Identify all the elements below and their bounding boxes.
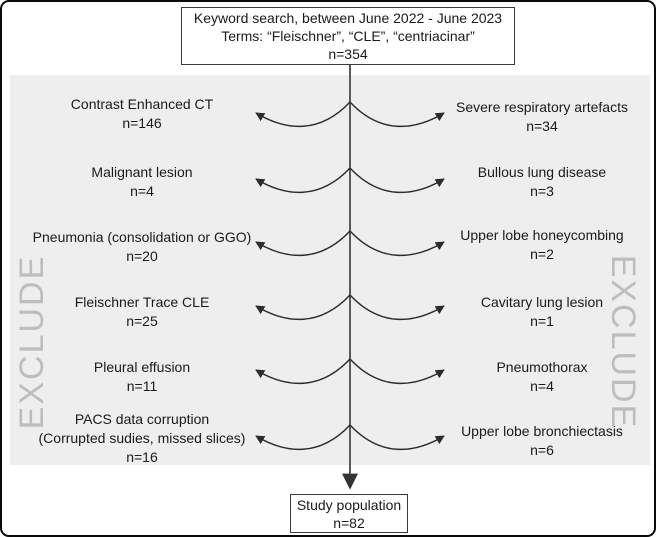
exclusion-label: Severe respiratory artefacts: [456, 99, 628, 115]
exclusion-label: Bullous lung disease: [477, 164, 607, 180]
exclusion-count: n=3: [530, 183, 554, 199]
study-population-count: n=82: [333, 514, 365, 531]
exclusion-count: n=146: [122, 115, 162, 131]
exclusion-label: Pneumonia (consolidation or GGO): [32, 229, 252, 245]
exclusion-label: Cavitary lung lesion: [480, 294, 604, 310]
exclusion-left-3: Pneumonia (consolidation or GGO) n=20: [18, 228, 266, 266]
exclusion-arrow-left-5: [255, 358, 351, 385]
exclusion-label: Pleural effusion: [93, 359, 191, 375]
exclusion-left-1: Contrast Enhanced CT n=146: [18, 95, 266, 133]
exclusion-label: Upper lobe honeycombing: [460, 227, 624, 243]
exclusion-label: Pneumothorax: [496, 359, 588, 375]
exclusion-count: n=6: [530, 442, 554, 458]
exclusion-count: n=1: [530, 313, 554, 329]
exclusion-arrow-left-6: [255, 424, 351, 451]
exclusion-right-1: Severe respiratory artefacts n=34: [432, 98, 652, 136]
exclusion-label: Malignant lesion: [91, 164, 193, 180]
exclusion-arrow-left-4: [255, 294, 351, 321]
exclusion-label: Fleischner Trace CLE: [74, 294, 210, 310]
exclusion-count: n=4: [530, 378, 554, 394]
study-population-label: Study population: [296, 496, 402, 513]
exclusion-arrow-right-6: [349, 424, 445, 451]
exclusion-right-6: Upper lobe bronchiectasis n=6: [432, 422, 652, 460]
keyword-search-box: Keyword search, between June 2022 - June…: [181, 7, 515, 65]
keyword-search-count: n=354: [328, 46, 368, 62]
exclusion-arrow-right-2: [349, 167, 445, 194]
exclusion-arrow-right-4: [349, 294, 445, 321]
exclusion-sublabel: (Corrupted sudies, missed slices): [38, 430, 246, 446]
exclusion-left-5: Pleural effusion n=11: [18, 358, 266, 396]
exclusion-left-2: Malignant lesion n=4: [18, 163, 266, 201]
study-population-box: Study population n=82: [290, 494, 408, 533]
exclusion-label: PACS data corruption: [74, 411, 210, 427]
exclusion-left-6: PACS data corruption (Corrupted sudies, …: [18, 410, 266, 467]
exclusion-count: n=25: [126, 313, 158, 329]
exclusion-right-5: Pneumothorax n=4: [432, 358, 652, 396]
exclusion-right-2: Bullous lung disease n=3: [432, 163, 652, 201]
exclusion-count: n=20: [126, 248, 158, 264]
exclusion-count: n=34: [526, 118, 558, 134]
exclusion-arrow-right-3: [349, 230, 445, 257]
exclusion-arrow-left-2: [255, 167, 351, 194]
keyword-search-line1: Keyword search, between June 2022 - June…: [193, 10, 503, 26]
exclusion-label: Upper lobe bronchiectasis: [461, 423, 623, 439]
exclusion-arrow-left-1: [255, 101, 351, 128]
exclusion-count: n=16: [126, 449, 158, 465]
exclusion-arrow-left-3: [255, 230, 351, 257]
exclusion-count: n=11: [126, 378, 158, 394]
exclusion-count: n=4: [130, 183, 154, 199]
exclusion-count: n=2: [530, 246, 554, 262]
exclusion-right-4: Cavitary lung lesion n=1: [432, 293, 652, 331]
exclusion-arrow-right-5: [349, 358, 445, 385]
keyword-search-line2: Terms: “Fleischner”, “CLE”, “centriacina…: [221, 28, 475, 44]
exclusion-left-4: Fleischner Trace CLE n=25: [18, 293, 266, 331]
exclusion-label: Contrast Enhanced CT: [70, 96, 214, 112]
exclusion-panel: [10, 75, 650, 465]
exclusion-arrow-right-1: [349, 101, 445, 128]
exclusion-right-3: Upper lobe honeycombing n=2: [432, 226, 652, 264]
